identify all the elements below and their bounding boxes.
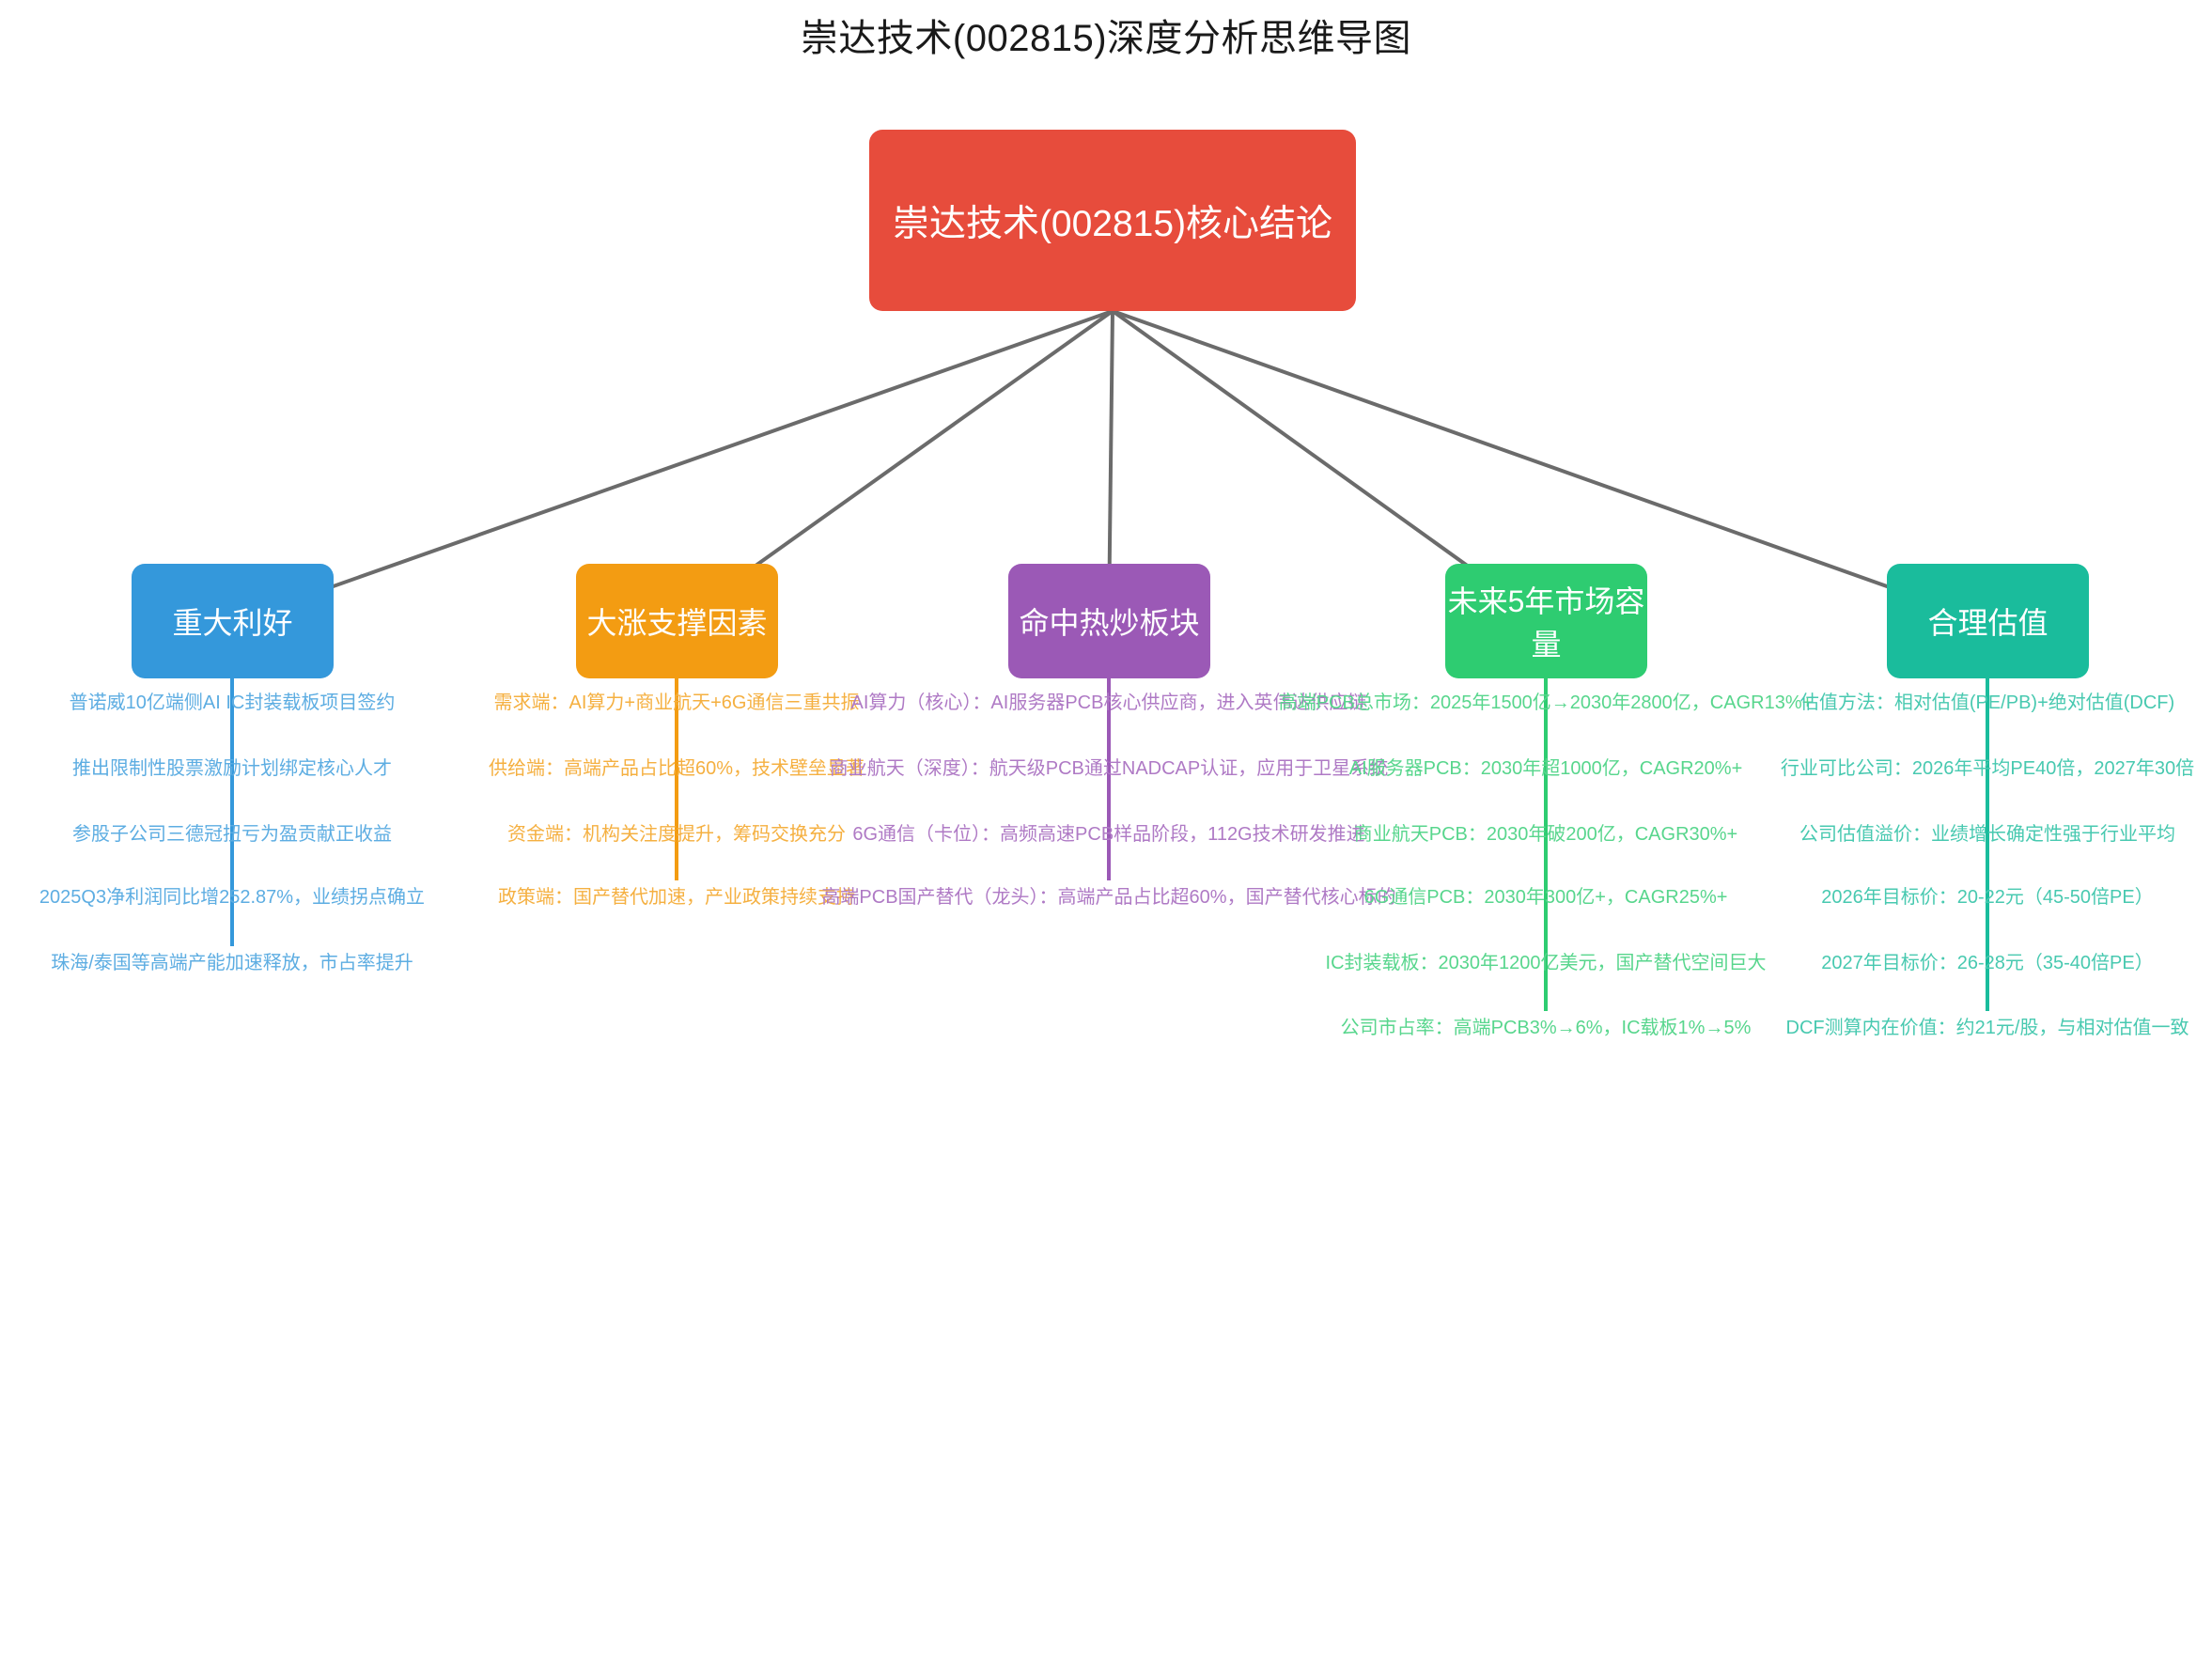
leaf-branch-1-item-4: 2025Q3净利润同比增252.87%，业绩拐点确立 [39, 887, 426, 908]
branch-node-5-label: 合理估值 [1927, 606, 2048, 640]
branch-node-1-label: 重大利好 [172, 606, 293, 640]
leaf-branch-4-item-5: IC封装载板：2030年1200亿美元，国产替代空间巨大 [1325, 953, 1767, 973]
leaf-branch-5-item-2: 行业可比公司：2026年平均PE40倍，2027年30倍 [1780, 758, 2195, 779]
branch-node-3-label: 命中热炒板块 [1019, 606, 1200, 640]
leaf-branch-1-item-1: 普诺威10亿端侧AI IC封装载板项目签约 [69, 692, 396, 713]
leaf-branch-5-item-5: 2027年目标价：26-28元（35-40倍PE） [1821, 953, 2154, 973]
branch-node-4-label: 未来5年市场容量 [1447, 584, 1645, 661]
leaf-branch-2-item-1: 需求端：AI算力+商业航天+6G通信三重共振 [493, 692, 860, 713]
root-node-label: 崇达技术(002815)核心结论 [892, 203, 1333, 244]
leaf-branch-5-item-6: DCF测算内在价值：约21元/股，与相对估值一致 [1785, 1018, 2189, 1038]
branch-node-3[interactable]: 命中热炒板块 [1008, 564, 1210, 678]
branch-node-4[interactable]: 未来5年市场容量 [1445, 564, 1647, 678]
leaf-branch-4-item-3: 商业航天PCB：2030年破200亿，CAGR30%+ [1353, 824, 1738, 845]
leaf-branch-4-item-4: 6G通信PCB：2030年300亿+，CAGR25%+ [1363, 887, 1728, 908]
leaf-branch-2-item-3: 资金端：机构关注度提升，筹码交换充分 [507, 824, 846, 845]
leaf-branch-5-item-4: 2026年目标价：20-22元（45-50倍PE） [1821, 887, 2154, 908]
leaf-branch-3-item-3: 6G通信（卡位）：高频高速PCB样品阶段，112G技术研发推进 [852, 824, 1365, 845]
leaf-branch-3-item-4: 高端PCB国产替代（龙头）：高端产品占比超60%，国产替代核心标的 [821, 887, 1396, 908]
leaf-branch-4-item-6: 公司市占率：高端PCB3%→6%，IC载板1%→5% [1340, 1018, 1752, 1038]
branch-node-1[interactable]: 重大利好 [132, 564, 334, 678]
leaf-branch-5-item-3: 公司估值溢价：业绩增长确定性强于行业平均 [1799, 824, 2175, 845]
leaf-branch-2-item-4: 政策端：国产替代加速，产业政策持续支持 [498, 887, 855, 908]
leaf-branch-1-item-2: 推出限制性股票激励计划绑定核心人才 [72, 758, 392, 779]
leaf-branch-4-item-1: 高端PCB总市场：2025年1500亿→2030年2800亿，CAGR13%+ [1278, 692, 1814, 713]
branch-node-2-label: 大涨支撑因素 [586, 606, 768, 640]
leaf-branch-1-item-5: 珠海/泰国等高端产能加速释放，市占率提升 [51, 953, 413, 973]
leaf-branch-1-item-3: 参股子公司三德冠扭亏为盈贡献正收益 [72, 824, 392, 845]
leaf-branch-5-item-1: 估值方法：相对估值(PE/PB)+绝对估值(DCF) [1799, 692, 2175, 713]
leaf-branch-3-item-1: AI算力（核心）：AI服务器PCB核心供应商，进入英伟达供应链 [850, 692, 1367, 713]
page-title: 崇达技术(002815)深度分析思维导图 [800, 18, 1412, 59]
leaf-branch-3-item-2: 商业航天（深度）：航天级PCB通过NADCAP认证，应用于卫星系统 [829, 758, 1389, 779]
branch-node-5[interactable]: 合理估值 [1887, 564, 2089, 678]
branch-node-2[interactable]: 大涨支撑因素 [576, 564, 778, 678]
leaf-branch-2-item-2: 供给端：高端产品占比超60%，技术壁垒显著 [488, 758, 865, 779]
leaf-branch-4-item-2: AI服务器PCB：2030年超1000亿，CAGR20%+ [1348, 758, 1743, 779]
root-node[interactable]: 崇达技术(002815)核心结论 [869, 130, 1356, 311]
